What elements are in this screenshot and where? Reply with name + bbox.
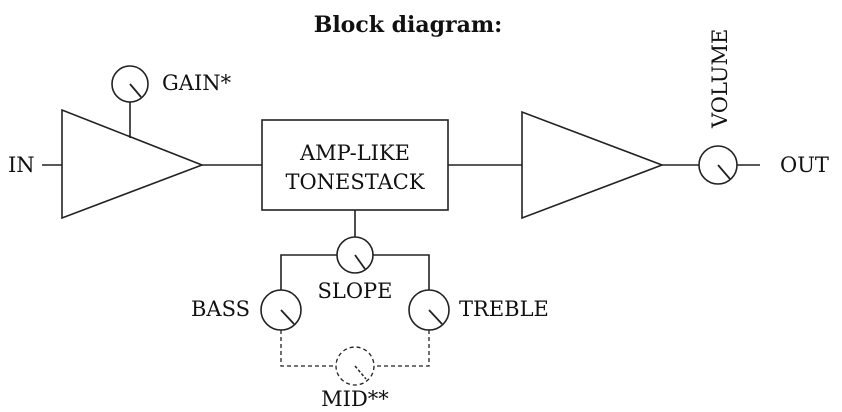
- bass-label: BASS: [191, 297, 250, 321]
- gain-amplifier: [61, 108, 205, 220]
- gain-label: GAIN*: [162, 71, 232, 95]
- volume-knob: [698, 145, 738, 185]
- slope-to-bass-wire: [280, 254, 337, 290]
- tonestack-box: [261, 119, 449, 211]
- treble-knob: [408, 289, 450, 331]
- input-label: IN: [8, 153, 35, 177]
- tonestack-label-line2: TONESTACK: [285, 170, 424, 194]
- mid-label: MID**: [321, 387, 389, 411]
- slope-knob: [336, 236, 374, 274]
- slope-label: SLOPE: [317, 279, 392, 303]
- treble-to-mid-dashed-wire: [374, 330, 430, 367]
- treble-label: TREBLE: [459, 297, 549, 321]
- mid-knob: [335, 346, 375, 386]
- bass-knob: [260, 289, 302, 331]
- output-amplifier: [521, 110, 665, 220]
- gain-knob: [111, 65, 149, 103]
- volume-label: VOLUME: [708, 29, 732, 129]
- bass-to-mid-dashed-wire: [280, 330, 336, 367]
- slope-to-treble-wire: [373, 254, 430, 290]
- diagram-title: Block diagram:: [314, 12, 503, 38]
- tonestack-label-line1: AMP-LIKE: [299, 141, 410, 165]
- output-label: OUT: [780, 153, 829, 177]
